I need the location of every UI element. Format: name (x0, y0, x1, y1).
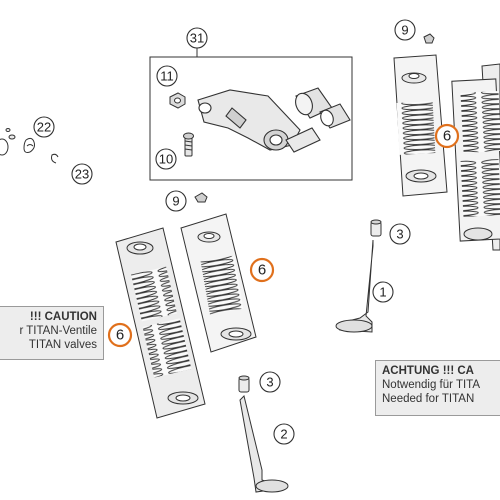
valve-panel-middle: 9 (165, 190, 257, 353)
callout-6-upper-right (434, 123, 460, 149)
rocker-shaft (285, 127, 321, 153)
callout-11 (156, 65, 178, 87)
valve-1 (335, 219, 382, 333)
nut-11 (169, 92, 186, 109)
rocker-arm-group: 31 11 10 (149, 27, 353, 181)
callout-11-text: 11 (160, 69, 174, 84)
callout-3-bottom (259, 371, 281, 393)
callout-9-top (394, 19, 416, 41)
caution-box-left: !!! CAUTION r TITAN-Ventile TITAN valves (0, 306, 104, 360)
valve-panel-left (115, 227, 206, 419)
valve-2 (238, 375, 289, 493)
valve-keeper-top (423, 33, 435, 44)
screw-10 (183, 132, 194, 157)
caution-left-title: !!! CAUTION (29, 311, 97, 323)
callout-22-text: 22 (37, 120, 51, 135)
callout-6-middle-text: 6 (258, 262, 266, 279)
callout-1 (372, 281, 394, 303)
callout-6-upper-right-text: 6 (443, 128, 451, 145)
caution-right-line2: Needed for TITAN (382, 393, 475, 405)
callout-2 (273, 423, 295, 445)
caution-right-line1: Notwendig für TITA (382, 379, 481, 391)
callout-9-top-text: 9 (401, 23, 408, 38)
small-parts-left (0, 128, 59, 164)
callout-6-middle (249, 257, 275, 283)
caution-left-line1: r TITAN-Ventile (19, 325, 97, 337)
rocker-arm-part (197, 89, 301, 151)
bearing-sleeve (295, 87, 351, 129)
callout-9-middle-text: 9 (172, 194, 179, 209)
callout-6-left-text: 6 (116, 327, 124, 344)
callout-31-text: 31 (190, 31, 204, 46)
callout-1-text: 1 (379, 285, 386, 300)
callout-6-left (107, 322, 133, 348)
callout-9-middle (165, 190, 187, 212)
callout-3-right-text: 3 (396, 227, 403, 242)
callout-22 (33, 116, 55, 138)
caution-right-title: ACHTUNG !!! CA (382, 365, 474, 377)
callout-23 (71, 163, 93, 185)
callout-23-text: 23 (75, 167, 89, 182)
caution-box-right: ACHTUNG !!! CA Notwendig für TITA Needed… (375, 360, 500, 416)
callout-10-text: 10 (159, 152, 173, 167)
valve-keeper-middle (194, 192, 208, 203)
callout-10 (155, 148, 177, 170)
valve-panel-upper-right (393, 54, 500, 251)
callout-3-right (389, 223, 411, 245)
callout-2-text: 2 (280, 427, 287, 442)
caution-left-line2: TITAN valves (28, 339, 97, 351)
callout-3-bottom-text: 3 (266, 375, 273, 390)
